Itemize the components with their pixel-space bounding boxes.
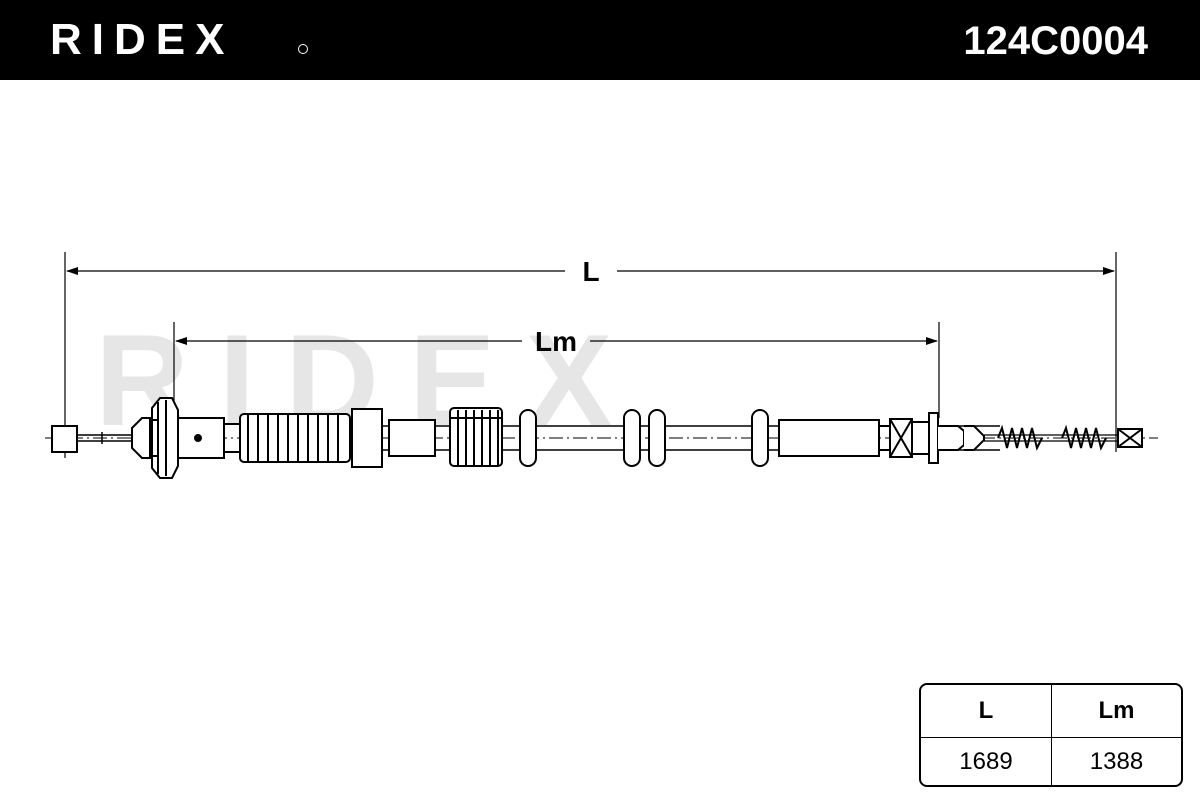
header-bar: RIDEX 124C0004 <box>0 0 1200 80</box>
ring-4 <box>751 409 769 467</box>
dimension-label-L: L <box>582 256 599 287</box>
end-nipple-left <box>51 425 78 453</box>
ring-3 <box>648 409 666 467</box>
table-value-Lm: 1388 <box>1089 747 1144 775</box>
dimension-table: L Lm 1689 1388 <box>919 683 1183 787</box>
grommet <box>449 407 503 467</box>
end-tube <box>778 419 880 457</box>
ring-1 <box>519 409 537 467</box>
dimension-line-Lm <box>175 337 938 345</box>
table-row: 1689 1388 <box>921 738 1181 785</box>
bellows-boot <box>239 413 351 463</box>
table-header-Lm: Lm <box>1052 685 1181 738</box>
table-value-L: 1689 <box>921 738 1052 785</box>
sheath-ferrule <box>388 419 436 457</box>
end-nipple-right <box>1117 428 1143 448</box>
table-header-L: L <box>921 685 1052 738</box>
spring-1 <box>997 424 1043 451</box>
ring-2 <box>623 409 641 467</box>
dimension-line-L <box>66 267 1115 275</box>
spring-2 <box>1061 424 1107 451</box>
part-number: 124C0004 <box>963 19 1148 63</box>
table-header-row: L Lm <box>921 685 1181 738</box>
collar <box>351 408 383 468</box>
crimp-ferrule <box>889 412 939 464</box>
taper <box>938 425 965 451</box>
dimension-label-Lm: Lm <box>535 326 577 357</box>
brand-logo: RIDEX <box>50 15 235 64</box>
registered-mark-icon <box>298 44 308 54</box>
clip-fitting <box>131 397 179 479</box>
